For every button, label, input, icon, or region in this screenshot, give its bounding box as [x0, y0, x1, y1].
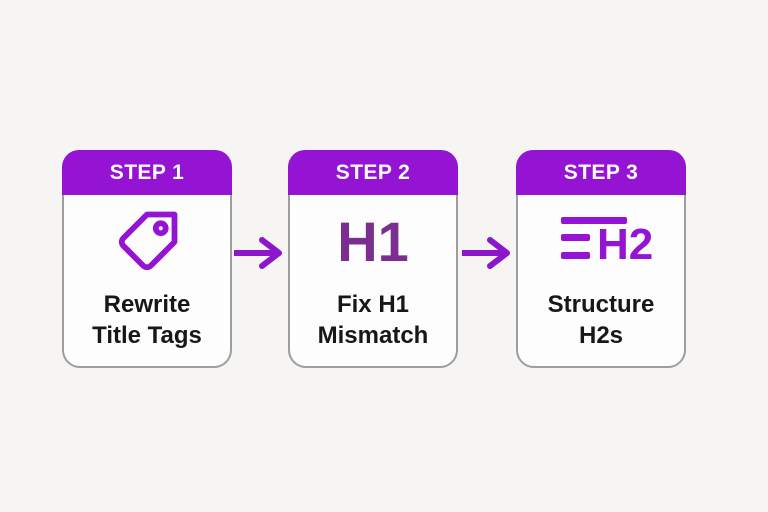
step-1-card: STEP 1 Rewrite Title Tags [62, 150, 232, 368]
heading-line-bar [561, 234, 590, 241]
step-1-body: Rewrite Title Tags [64, 195, 230, 364]
step-2-title-line-2: Mismatch [317, 322, 429, 349]
h2-glyph-text: H2 [597, 220, 654, 269]
step-3-title-line-2: H2s [578, 322, 624, 349]
step-2-card: STEP 2 H1 Fix H1 Mismatch [288, 150, 458, 368]
step-3-title-line-1: Structure [547, 291, 655, 318]
step-2-body: H1 Fix H1 Mismatch [290, 195, 456, 364]
step-1-badge-label: STEP 1 [109, 160, 185, 184]
step-1-title-line-2: Title Tags [92, 322, 202, 349]
step-2-title: Fix H1 Mismatch [318, 289, 429, 351]
h1-text-icon: H1 [337, 210, 409, 273]
arrow-right-icon [233, 237, 283, 269]
step-2-badge-label: STEP 2 [335, 160, 411, 184]
step-2-title-line-1: Fix H1 [336, 291, 409, 318]
step-3-badge-label: STEP 3 [563, 160, 639, 184]
tag-icon [118, 211, 178, 271]
step-2-header: STEP 2 [288, 150, 458, 195]
step-1-title-line-1: Rewrite [103, 291, 191, 318]
step-1-icon-wrap [114, 195, 180, 289]
step-3-header: STEP 3 [516, 150, 686, 195]
arrow-right-icon [461, 237, 511, 269]
step-1-title: Rewrite Title Tags [92, 289, 202, 351]
step-3-title: Structure H2s [548, 289, 655, 351]
step-3-body: H2 Structure H2s [518, 195, 684, 364]
heading-line-bar [561, 252, 590, 259]
step-2-icon-wrap: H1 [337, 195, 409, 289]
step-3-icon-wrap: H2 [561, 195, 653, 289]
h2-heading-icon: H2 [561, 217, 653, 267]
heading-line-bar [561, 217, 627, 224]
step-3-card: STEP 3 H2 Structure H2s [516, 150, 686, 368]
step-1-header: STEP 1 [62, 150, 232, 195]
